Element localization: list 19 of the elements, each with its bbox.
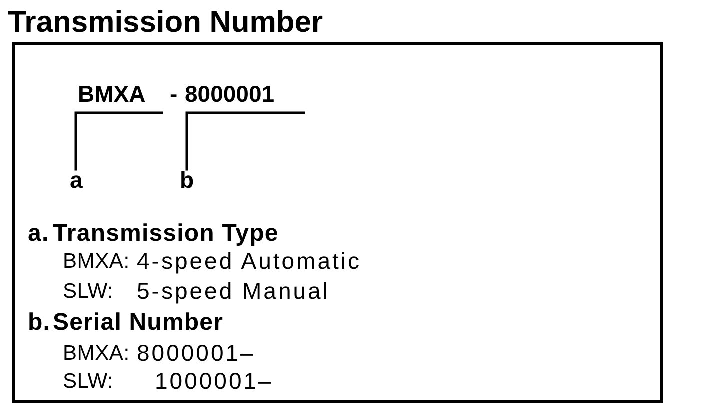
- code-label: SLW:: [63, 371, 114, 392]
- list-letter: a.: [28, 222, 50, 246]
- section-heading: Transmission Type: [53, 222, 279, 246]
- leader-line: [186, 112, 305, 171]
- code-description: 5-speed Manual: [137, 280, 330, 303]
- code-description: 4-speed Automatic: [137, 250, 362, 273]
- serial-number: 8000001: [185, 82, 275, 106]
- serial-range: 8000001–: [137, 342, 256, 365]
- callout-letter: b: [180, 170, 194, 190]
- type-code: BMXA: [78, 82, 146, 106]
- code-label: BMXA:: [63, 343, 130, 364]
- diagram-title: Transmission Number: [8, 8, 324, 38]
- code-label: SLW:: [63, 281, 114, 302]
- code-label: BMXA:: [63, 251, 130, 272]
- section-heading: Serial Number: [53, 310, 224, 335]
- serial-range: 1000001–: [155, 370, 274, 393]
- callout-letter: a: [70, 170, 83, 190]
- list-letter: b.: [28, 310, 51, 335]
- separator-dash: -: [170, 82, 178, 106]
